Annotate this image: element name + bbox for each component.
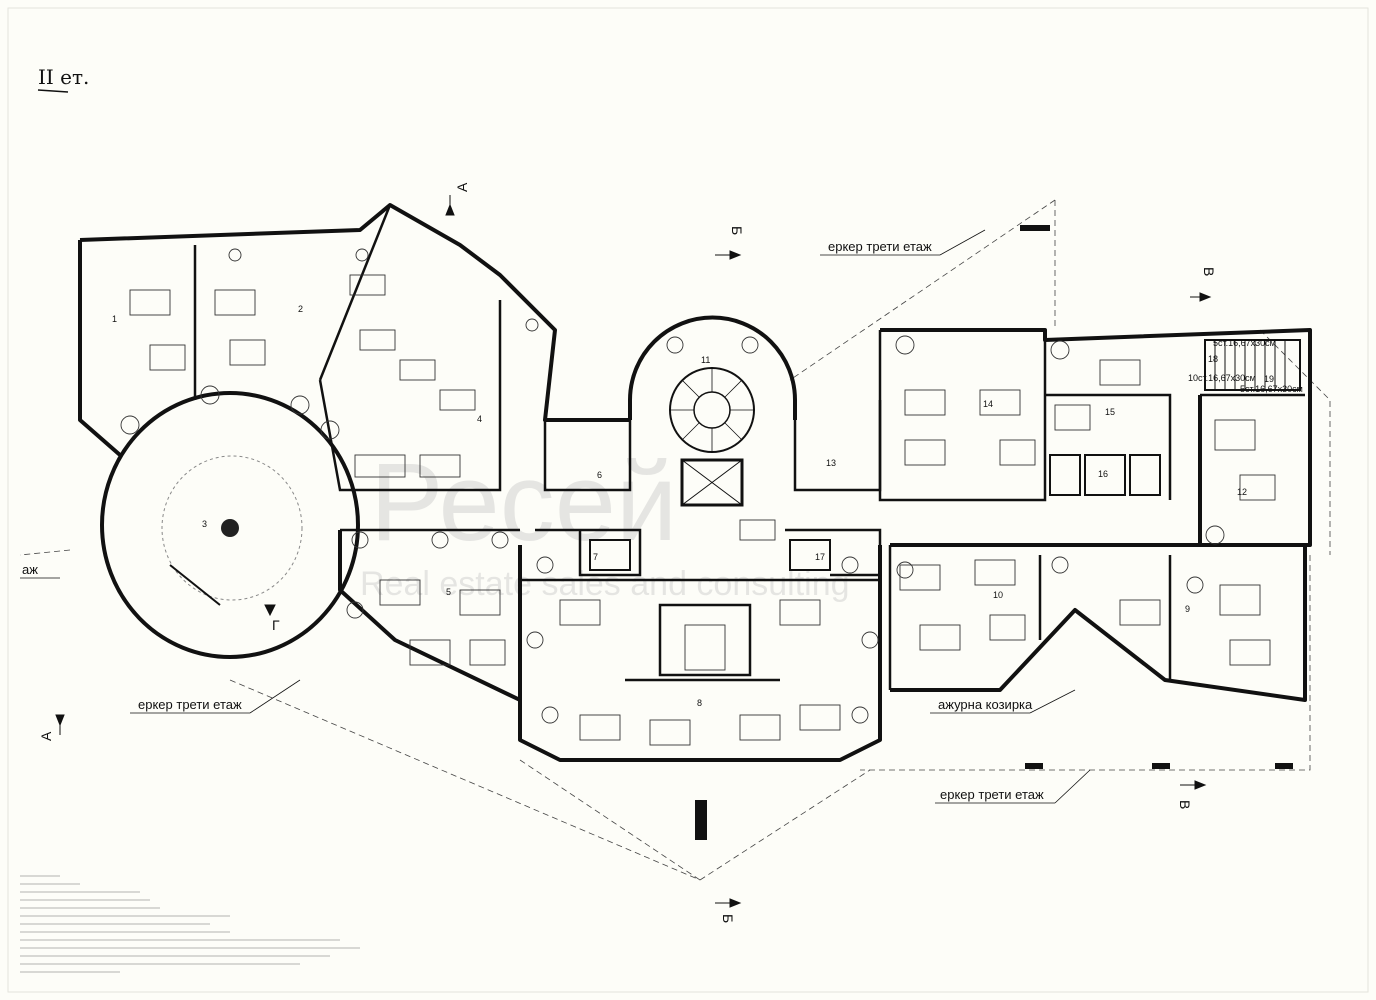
central-stair [628, 315, 797, 507]
room-number-13: 13 [826, 458, 836, 468]
section-mark-b-bottom: Б [720, 914, 736, 923]
floor-label: II ет. [38, 65, 89, 89]
room-number-1: 1 [112, 314, 117, 324]
room-number-15: 15 [1105, 407, 1115, 417]
label-bay-bottom: еркер трети етаж [940, 787, 1044, 802]
room-number-12: 12 [1237, 487, 1247, 497]
room-number-7: 7 [593, 552, 598, 562]
room-number-5: 5 [446, 587, 451, 597]
projection-lines [19, 199, 1331, 881]
room-numbers: 1 2 3 4 5 6 7 8 9 10 11 12 13 14 15 16 1… [112, 304, 1274, 708]
room-number-11: 11 [701, 355, 710, 365]
notes-block [20, 875, 360, 973]
section-mark-g: Г [272, 617, 280, 633]
section-mark-v-top: В [1201, 267, 1217, 276]
label-bay-top: еркер трети етаж [828, 239, 932, 254]
right-stair [1204, 339, 1301, 391]
floor-label-underline [37, 89, 69, 93]
stair-note-1: 5ст.16,67х30см [1213, 338, 1276, 348]
room-number-6: 6 [597, 470, 602, 480]
label-edge-left: аж [22, 562, 38, 577]
room-number-10: 10 [993, 590, 1003, 600]
stair-note-2: 10ст.16,67х30см [1188, 373, 1256, 383]
outer-walls [78, 203, 1312, 762]
room-number-4: 4 [477, 414, 482, 424]
section-mark-v-bottom: В [1177, 800, 1193, 809]
column-icon [221, 519, 239, 537]
section-markers [55, 195, 1212, 908]
room-number-9: 9 [1185, 604, 1190, 614]
room-number-16: 16 [1098, 469, 1108, 479]
section-mark-a-bottom: А [38, 731, 54, 741]
room-number-14: 14 [983, 399, 993, 409]
watermark-subtitle: Real estate sales and consulting [360, 565, 850, 603]
label-leaders [20, 229, 1091, 804]
room-number-3: 3 [202, 519, 207, 529]
stair-note-3: 5ст.16,67х30см [1240, 384, 1303, 394]
room-number-17: 17 [815, 552, 825, 562]
label-bay-left: еркер трети етаж [138, 697, 242, 712]
toilets [589, 454, 1161, 571]
label-canopy: ажурна козирка [938, 697, 1033, 712]
plants [120, 248, 1225, 724]
section-mark-a-top: А [454, 182, 470, 192]
section-mark-b-top: Б [729, 226, 745, 235]
room-number-8: 8 [697, 698, 702, 708]
bottom-columns [695, 225, 1293, 840]
sheet-border [7, 7, 1369, 993]
room-number-2: 2 [298, 304, 303, 314]
round-hall [100, 391, 360, 659]
room-number-18: 18 [1208, 354, 1218, 364]
interior-walls [193, 204, 1305, 690]
room-number-19: 19 [1264, 374, 1274, 384]
furniture [129, 274, 1276, 746]
elevator-shaft [680, 458, 744, 507]
watermark-title: Ресей [370, 441, 677, 564]
